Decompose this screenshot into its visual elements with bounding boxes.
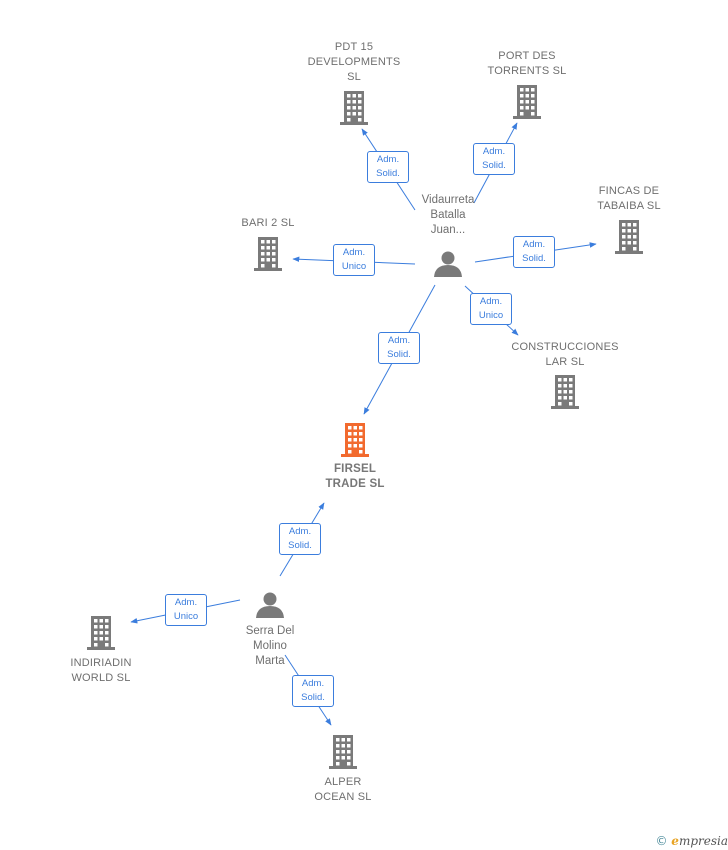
edge-label-serra-alper[interactable]: Adm. Solid. [292, 675, 334, 707]
company-label-port[interactable]: PORT DES TORRENTS SL [487, 50, 567, 77]
building-icon-indiriadin[interactable] [87, 616, 115, 650]
footer: © empresia [655, 834, 728, 848]
person-label-serra[interactable]: Serra Del Molino Marta [245, 625, 295, 667]
building-icon-fincas[interactable] [615, 220, 643, 254]
building-icon-construcciones[interactable] [551, 375, 579, 409]
building-icon-port[interactable] [513, 85, 541, 119]
edge-label-vidaurreta-construcciones[interactable]: Adm. Unico [470, 293, 512, 325]
company-label-construcciones[interactable]: CONSTRUCCIONES LAR SL [511, 341, 619, 368]
edge-label-vidaurreta-port[interactable]: Adm. Solid. [473, 143, 515, 175]
edge-label-vidaurreta-bari[interactable]: Adm. Unico [333, 244, 375, 276]
company-label-firsel[interactable]: FIRSEL TRADE SL [325, 463, 385, 490]
edge-label-vidaurreta-fincas[interactable]: Adm. Solid. [513, 236, 555, 268]
brand-logo[interactable]: empresia [671, 834, 728, 848]
building-icon-firsel[interactable] [341, 423, 369, 457]
person-icon-serra[interactable] [256, 592, 284, 619]
edge-label-serra-firsel[interactable]: Adm. Solid. [279, 523, 321, 555]
copyright-symbol: © [655, 834, 668, 848]
building-icon-pdt15[interactable] [340, 91, 368, 125]
edge-label-vidaurreta-firsel[interactable]: Adm. Solid. [378, 332, 420, 364]
company-label-pdt15[interactable]: PDT 15 DEVELOPMENTS SL [307, 41, 401, 83]
person-label-vidaurreta[interactable]: Vidaurreta Batalla Juan... [421, 194, 475, 236]
edge-label-vidaurreta-pdt15[interactable]: Adm. Solid. [367, 151, 409, 183]
building-icon-bari[interactable] [254, 237, 282, 271]
person-icon-vidaurreta[interactable] [434, 251, 462, 278]
company-label-indiriadin[interactable]: INDIRIADIN WORLD SL [70, 657, 132, 684]
company-label-fincas[interactable]: FINCAS DE TABAIBA SL [597, 185, 661, 212]
company-label-bari[interactable]: BARI 2 SL [241, 217, 295, 229]
building-icon-alper[interactable] [329, 735, 357, 769]
company-label-alper[interactable]: ALPER OCEAN SL [314, 776, 372, 803]
edge-label-serra-indiriadin[interactable]: Adm. Unico [165, 594, 207, 626]
